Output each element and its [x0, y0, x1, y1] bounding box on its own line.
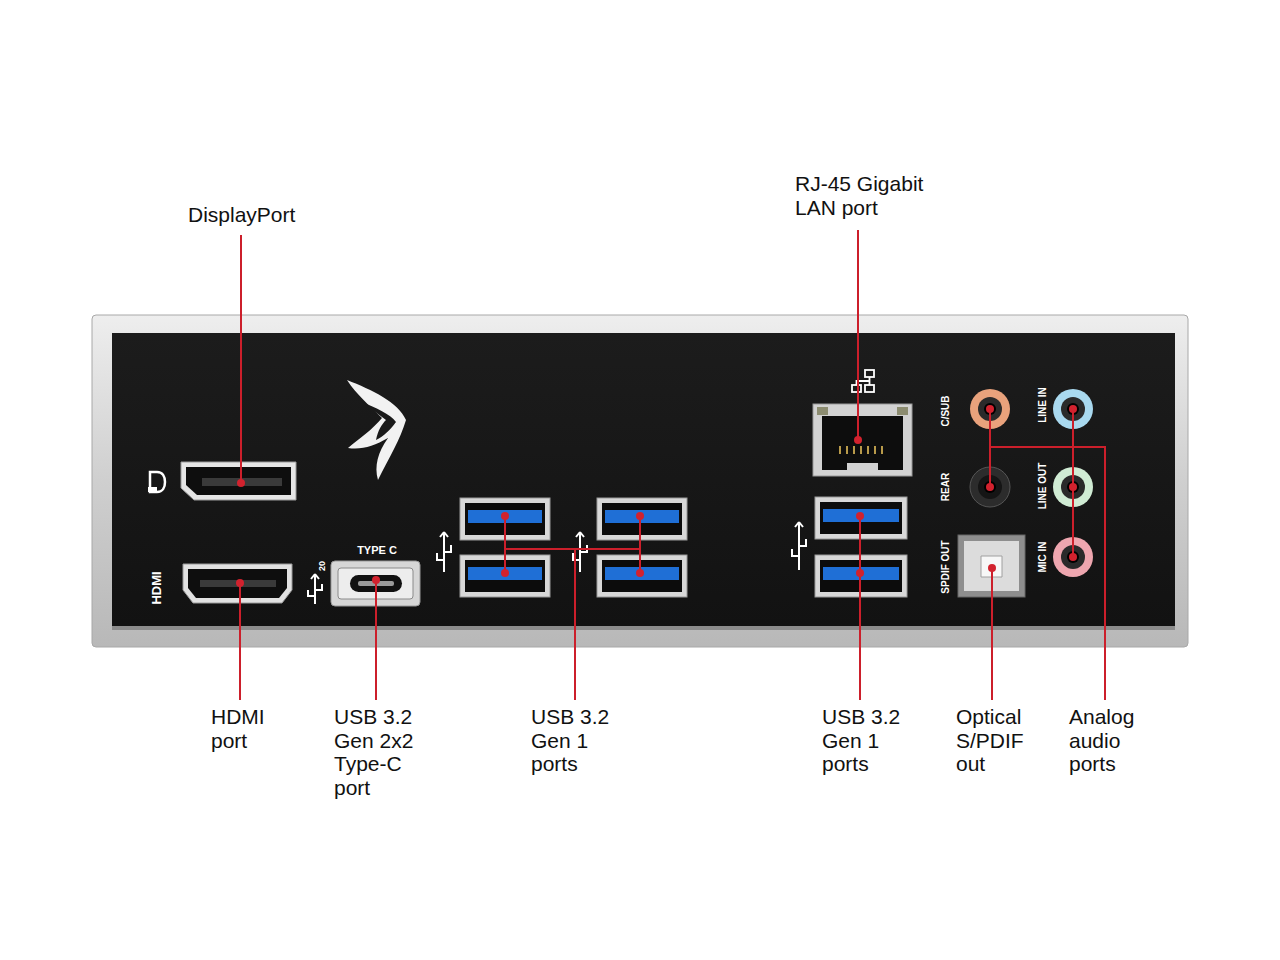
rj45-opening — [822, 416, 903, 470]
callout-label: DisplayPort — [188, 203, 295, 227]
panel-marking: REAR — [941, 473, 951, 501]
displayport-opening — [186, 467, 291, 495]
panel-marking: 20 — [318, 561, 327, 571]
callout-label: RJ-45 Gigabit LAN port — [795, 172, 945, 219]
lan-icon — [852, 370, 874, 392]
panel-marking: C/SUB — [941, 395, 951, 426]
callout-label: USB 3.2 Gen 1 ports — [531, 705, 631, 776]
lan-led — [897, 407, 908, 415]
io-shield-panel — [112, 333, 1175, 626]
hdmi-opening — [188, 569, 287, 598]
rj45-pins — [840, 446, 882, 454]
panel-marking: LINE IN — [1038, 387, 1048, 423]
callout-label: USB 3.2 Gen 1 ports — [822, 705, 922, 776]
hdmi-tongue — [200, 580, 276, 587]
callout-label: Optical S/PDIF out — [956, 705, 1046, 776]
lan-led — [817, 407, 828, 415]
displayport-tongue — [202, 478, 282, 486]
panel-edge — [112, 626, 1175, 630]
panel-marking: SPDIF OUT — [941, 540, 951, 593]
rog-logo — [347, 380, 406, 480]
displayport-connector — [181, 462, 296, 500]
callout-label: HDMI port — [211, 705, 281, 752]
io-shield-frame — [92, 315, 1188, 647]
usb-a-port — [597, 498, 687, 540]
rog-logo-cut — [362, 402, 396, 440]
panel-marking: TYPE C — [357, 545, 397, 556]
displayport-icon — [148, 487, 157, 492]
rj45-connector — [813, 404, 912, 476]
panel-marking: MIC IN — [1038, 541, 1048, 572]
callout-label: USB 3.2 Gen 2x2 Type-C port — [334, 705, 434, 799]
leader-line — [240, 230, 1105, 700]
callout-label: Analog audio ports — [1069, 705, 1159, 776]
usb-a-port — [597, 555, 687, 597]
hdmi-connector — [183, 564, 292, 603]
panel-marking: LINE OUT — [1038, 463, 1048, 510]
panel-marking: HDMI — [150, 571, 163, 604]
